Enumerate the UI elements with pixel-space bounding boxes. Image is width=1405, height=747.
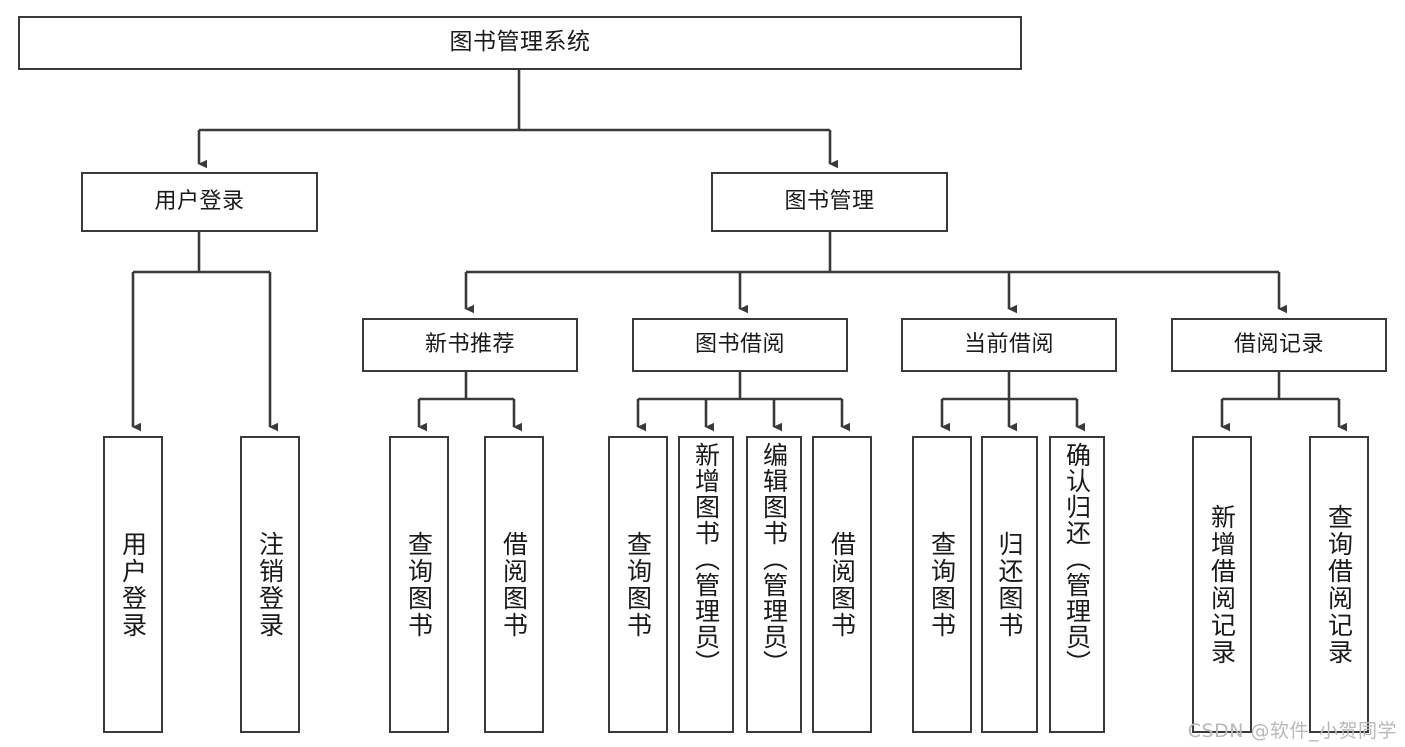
leaf-user-login-logout-label: 注销登录 (255, 530, 285, 639)
leaf-user-login-logout[interactable]: 注销登录 (240, 436, 300, 733)
leaf-borrow-edit-book-admin[interactable]: 编辑图书（管理员） (746, 436, 802, 733)
leaf-current-confirm-return-admin-label: 确认归还（管理员） (1062, 442, 1092, 676)
leaf-user-login-login[interactable]: 用户登录 (103, 436, 163, 733)
leaf-borrow-query-book-label: 查询图书 (623, 530, 653, 639)
leaf-records-query-record[interactable]: 查询借阅记录 (1309, 436, 1369, 733)
leaf-new-books-query-label: 查询图书 (404, 530, 434, 639)
leaf-records-add-record[interactable]: 新增借阅记录 (1192, 436, 1252, 733)
leaf-borrow-add-book-admin[interactable]: 新增图书（管理员） (678, 436, 734, 733)
leaf-current-confirm-return-admin[interactable]: 确认归还（管理员） (1049, 436, 1105, 733)
node-user-login[interactable]: 用户登录 (81, 172, 318, 232)
node-root-system-label: 图书管理系统 (449, 29, 591, 56)
leaf-borrow-query-book[interactable]: 查询图书 (608, 436, 668, 733)
node-user-login-label: 用户登录 (154, 188, 245, 214)
leaf-current-query-book-label: 查询图书 (927, 530, 957, 639)
leaf-new-books-query[interactable]: 查询图书 (389, 436, 449, 733)
leaf-current-return-book-label: 归还图书 (995, 530, 1024, 639)
node-book-management[interactable]: 图书管理 (711, 172, 948, 232)
leaf-user-login-login-label: 用户登录 (118, 530, 148, 639)
node-new-book-recommend-label: 新书推荐 (424, 331, 515, 357)
leaf-records-query-record-label: 查询借阅记录 (1324, 503, 1354, 666)
node-book-borrow[interactable]: 图书借阅 (632, 318, 848, 372)
node-book-borrow-label: 图书借阅 (694, 331, 785, 357)
node-current-borrow[interactable]: 当前借阅 (901, 318, 1117, 372)
node-borrow-records[interactable]: 借阅记录 (1171, 318, 1387, 372)
leaf-new-books-borrow-label: 借阅图书 (499, 530, 529, 639)
leaf-borrow-borrow-book[interactable]: 借阅图书 (812, 436, 872, 733)
watermark-text: CSDN @软件_小贺同学 (1187, 720, 1397, 742)
leaf-current-return-book[interactable]: 归还图书 (981, 436, 1038, 733)
node-book-management-label: 图书管理 (784, 188, 875, 214)
leaf-borrow-add-book-admin-label: 新增图书（管理员） (691, 442, 721, 676)
node-new-book-recommend[interactable]: 新书推荐 (362, 318, 578, 372)
leaf-borrow-edit-book-admin-label: 编辑图书（管理员） (759, 442, 789, 676)
node-borrow-records-label: 借阅记录 (1233, 331, 1324, 357)
leaf-current-query-book[interactable]: 查询图书 (912, 436, 972, 733)
leaf-borrow-borrow-book-label: 借阅图书 (827, 530, 857, 639)
node-current-borrow-label: 当前借阅 (963, 331, 1054, 357)
leaf-new-books-borrow[interactable]: 借阅图书 (484, 436, 544, 733)
node-root-system[interactable]: 图书管理系统 (18, 16, 1022, 70)
leaf-records-add-record-label: 新增借阅记录 (1207, 503, 1237, 666)
